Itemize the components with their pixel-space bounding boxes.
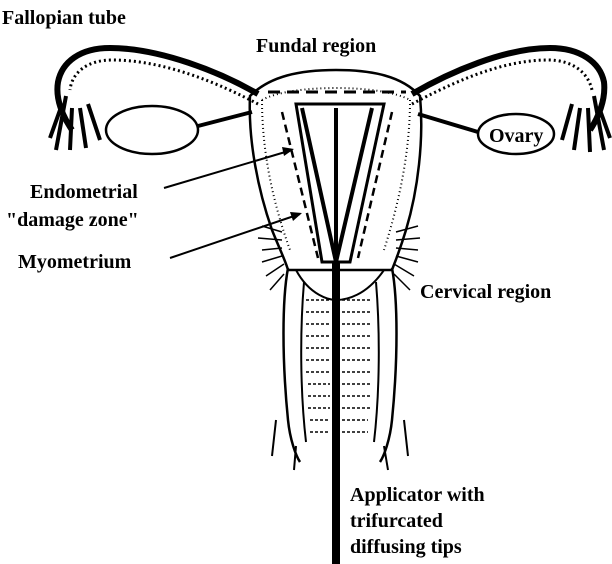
left-ovary [106, 106, 198, 154]
label-cervical-region: Cervical region [420, 281, 551, 303]
cervical-hatching-left [258, 226, 284, 290]
label-applicator-line1: Applicator with [350, 484, 485, 506]
label-applicator-line3: diffusing tips [350, 536, 462, 558]
myometrium-arrowhead [290, 212, 302, 221]
label-ovary: Ovary [489, 125, 543, 147]
endometrial-leader-arrow [164, 150, 292, 188]
label-applicator-line2: trifurcated [350, 510, 443, 532]
myometrium-layer [262, 88, 410, 100]
cervical-hatching-right [394, 226, 420, 290]
label-fallopian-tube: Fallopian tube [2, 7, 126, 29]
left-ovarian-ligament [198, 112, 252, 126]
label-fundal-region: Fundal region [256, 35, 376, 57]
label-damage-zone: "damage zone" [6, 209, 139, 231]
label-myometrium: Myometrium [18, 251, 132, 273]
right-fallopian-tube [412, 48, 604, 130]
right-ovarian-ligament [418, 114, 478, 132]
label-endometrial: Endometrial [30, 181, 138, 203]
